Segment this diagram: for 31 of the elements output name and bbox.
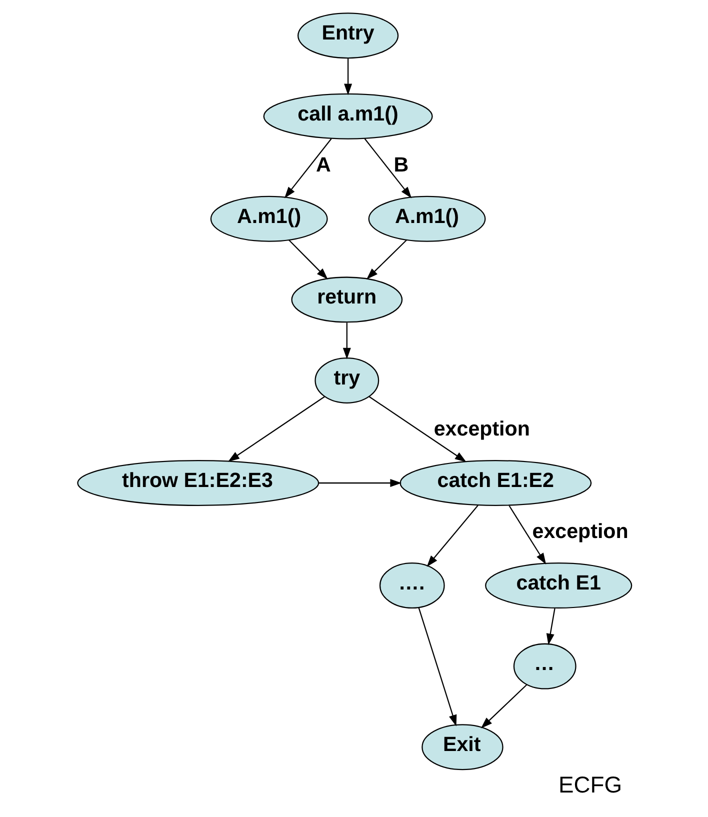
arrow (342, 322, 350, 360)
arrow (508, 506, 546, 564)
arrow (366, 240, 406, 280)
caption: ECFG (558, 772, 622, 798)
arrow (364, 138, 412, 198)
arrow (288, 240, 328, 280)
arrow (227, 396, 324, 462)
node-ellipse: catch E1 (484, 562, 632, 609)
node-ellipse: call a.m1() (262, 93, 432, 140)
node-ellipse: try (314, 357, 379, 404)
edge-label: A (316, 154, 330, 177)
arrow (318, 478, 402, 487)
node-ellipse: … (512, 643, 576, 690)
arrow (344, 58, 352, 96)
node-ellipse: Exit (421, 724, 503, 770)
edge-label: B (393, 154, 408, 177)
node-ellipse: catch E1:E2 (399, 460, 592, 506)
node-ellipse: Entry (297, 12, 398, 59)
edge-label: exception (532, 520, 628, 544)
arrow (426, 505, 478, 567)
node-ellipse: throw E1:E2:E3 (76, 460, 319, 506)
arrow (368, 396, 466, 462)
arrow (284, 138, 332, 198)
node-ellipse: return (290, 276, 402, 323)
node-ellipse: A.m1() (210, 196, 328, 242)
arrow (418, 608, 456, 726)
edge-label: exception (433, 418, 530, 441)
node-ellipse: A.m1() (368, 196, 486, 242)
arrow (546, 608, 555, 646)
arrow (480, 684, 526, 728)
node-ellipse: …. (378, 562, 444, 609)
